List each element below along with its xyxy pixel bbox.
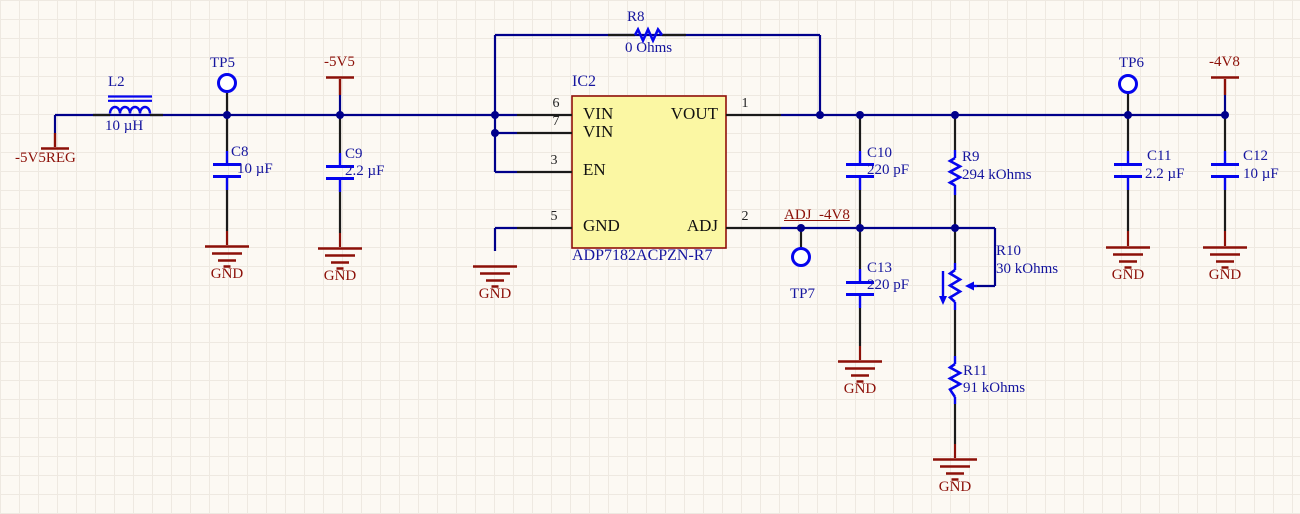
pin-number-6: 6 — [552, 96, 560, 111]
c10-value[interactable]: 220 pF — [867, 162, 910, 178]
r10-adjust-arrowhead — [939, 296, 947, 305]
r9-value[interactable]: 294 kOhms — [962, 167, 1032, 183]
tp5-label[interactable]: TP5 — [210, 55, 236, 71]
gnd-symbol-c13[interactable] — [838, 360, 882, 383]
gnd-symbol-c12[interactable] — [1203, 246, 1247, 269]
r10-value[interactable]: 30 kOhms — [996, 261, 1059, 277]
c13-designator[interactable]: C13 — [867, 260, 893, 276]
tp6-pad-circle — [1118, 74, 1138, 94]
gnd-label-c13: GND — [843, 381, 877, 397]
pin-name-adj: ADJ — [686, 216, 718, 235]
c9-designator[interactable]: C9 — [345, 146, 363, 162]
gnd-label-pin5: GND — [478, 286, 512, 302]
net-label-adj-neg4v8[interactable]: ADJ -4V8 — [784, 207, 850, 223]
gnd-symbol-c8[interactable] — [205, 245, 249, 268]
pin-number-2: 2 — [741, 209, 749, 224]
pin-name-gnd: GND — [583, 216, 620, 235]
capacitor-c8-symbol[interactable] — [213, 115, 241, 245]
junction-dots — [223, 111, 1229, 232]
capacitor-c12-symbol[interactable] — [1211, 115, 1239, 246]
capacitor-c9-symbol[interactable] — [326, 115, 354, 247]
resistor-r8-symbol[interactable] — [608, 26, 686, 44]
r10-wiper-arrowhead — [965, 281, 974, 291]
capacitor-c10-symbol[interactable] — [846, 115, 874, 228]
ic-pin-lines[interactable] — [517, 113, 781, 230]
tp7-pad-circle — [791, 247, 811, 267]
c8-designator[interactable]: C8 — [231, 144, 249, 160]
gnd-label-c9: GND — [323, 268, 357, 284]
gnd-symbol-pin5[interactable] — [473, 265, 517, 288]
gnd-label-c8: GND — [210, 266, 244, 282]
pin-number-5: 5 — [550, 209, 558, 224]
r8-value[interactable]: 0 Ohms — [625, 40, 673, 56]
gnd-label-c12: GND — [1208, 267, 1242, 283]
c8-value[interactable]: 10 µF — [237, 161, 273, 177]
c13-value[interactable]: 220 pF — [867, 277, 910, 293]
pin-name-vin-7: VIN — [583, 122, 614, 141]
gnd-symbol-r11[interactable] — [933, 458, 977, 481]
power-label-neg5v5[interactable]: -5V5 — [324, 54, 355, 70]
wire-net-neg4v8[interactable] — [781, 95, 1227, 117]
wire-net-neg5v5[interactable] — [53, 33, 822, 174]
c10-designator[interactable]: C10 — [867, 145, 893, 161]
r11-designator[interactable]: R11 — [963, 363, 988, 379]
pin-number-7: 7 — [552, 114, 560, 129]
c9-value[interactable]: 2.2 µF — [345, 163, 385, 179]
pin-number-1: 1 — [741, 96, 749, 111]
r8-designator[interactable]: R8 — [627, 9, 645, 25]
pin-name-en: EN — [583, 160, 606, 179]
power-port-neg5v5reg[interactable] — [41, 133, 69, 150]
c11-designator[interactable]: C11 — [1147, 148, 1172, 164]
c11-value[interactable]: 2.2 µF — [1145, 166, 1185, 182]
pin-name-vin-6: VIN — [583, 104, 614, 123]
pin-number-3: 3 — [550, 153, 558, 168]
tp5-pad-circle — [217, 73, 237, 93]
testpoint-tp7[interactable] — [791, 228, 811, 267]
ic2-designator[interactable]: IC2 — [572, 73, 596, 90]
potentiometer-r10-symbol[interactable] — [939, 228, 977, 356]
l2-designator[interactable]: L2 — [108, 74, 125, 90]
gnd-symbol-c9[interactable] — [318, 247, 362, 270]
testpoint-tp5[interactable] — [217, 73, 237, 116]
gnd-label-c11: GND — [1111, 267, 1145, 283]
l2-value[interactable]: 10 µH — [105, 118, 144, 134]
capacitor-c13-symbol[interactable] — [846, 228, 874, 360]
ic2-part-number[interactable]: ADP7182ACPZN-R7 — [572, 247, 713, 264]
gnd-label-r11: GND — [938, 479, 972, 495]
inductor-l2-symbol[interactable] — [93, 95, 163, 117]
power-label-neg4v8[interactable]: -4V8 — [1209, 54, 1240, 70]
c12-designator[interactable]: C12 — [1243, 148, 1269, 164]
r11-value[interactable]: 91 kOhms — [963, 380, 1026, 396]
r9-designator[interactable]: R9 — [962, 149, 980, 165]
wire-net-adj[interactable] — [781, 226, 997, 288]
power-port-neg5v5[interactable] — [326, 76, 354, 96]
tp7-label[interactable]: TP7 — [790, 286, 816, 302]
capacitor-c11-symbol[interactable] — [1114, 115, 1142, 246]
pin-name-vout: VOUT — [670, 104, 718, 123]
testpoint-tp6[interactable] — [1118, 74, 1138, 116]
power-label-neg5v5reg[interactable]: -5V5REG — [15, 150, 76, 166]
power-port-neg4v8[interactable] — [1211, 76, 1239, 96]
gnd-symbol-c11[interactable] — [1106, 246, 1150, 269]
r10-designator[interactable]: R10 — [996, 243, 1022, 259]
c12-value[interactable]: 10 µF — [1243, 166, 1279, 182]
tp6-label[interactable]: TP6 — [1119, 55, 1145, 71]
resistor-r11-symbol[interactable] — [947, 356, 963, 458]
wire-net-gnd-pin5[interactable] — [493, 226, 517, 251]
resistor-r9-symbol[interactable] — [947, 115, 963, 228]
